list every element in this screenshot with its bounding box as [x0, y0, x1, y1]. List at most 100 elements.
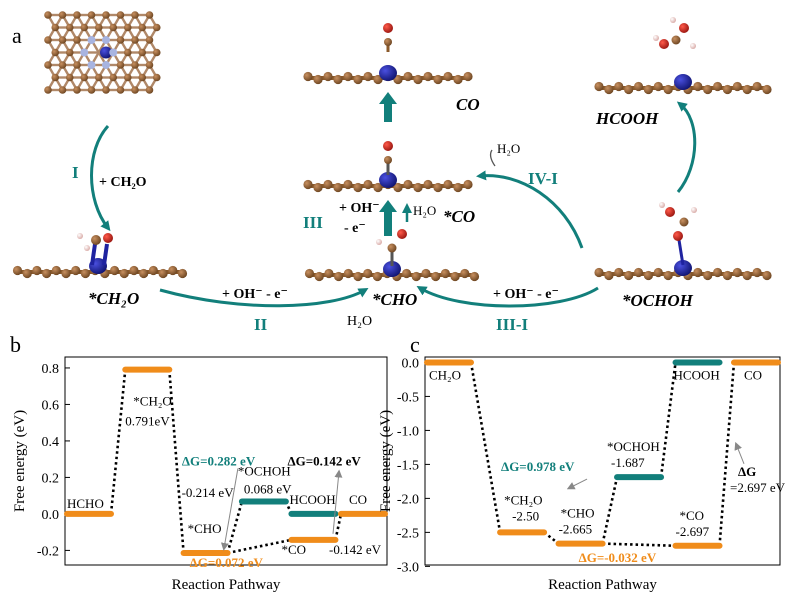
- connector-line: [334, 513, 343, 541]
- carbon-atom: [423, 179, 433, 190]
- carbon-atom: [109, 265, 120, 276]
- carbon-atom: [145, 86, 154, 94]
- hcooh-molecule: [653, 17, 696, 49]
- oxygen-atom: [679, 23, 689, 33]
- carbon-atom: [653, 267, 663, 278]
- carbon-atom: [314, 271, 324, 282]
- hydrogen-atom: [84, 245, 90, 251]
- carbon-atom: [44, 36, 52, 44]
- carbon-atom: [333, 74, 343, 85]
- carbon-atom: [73, 61, 81, 69]
- y-tick-label: -0.5: [397, 390, 419, 405]
- carbon-atom: [22, 268, 32, 279]
- y-tick-label: -0.2: [37, 544, 59, 559]
- carbon-atom: [58, 36, 67, 44]
- oxygen-atom: [673, 231, 683, 241]
- oxygen-atom: [659, 39, 669, 49]
- carbon-atom: [722, 84, 733, 95]
- carbon-atom: [732, 267, 742, 278]
- oxygen-atom: [103, 233, 113, 243]
- level-value-ch2o: -2.50: [512, 508, 539, 523]
- annotation-arrow: [220, 468, 239, 551]
- y-tick-label: 0.8: [42, 362, 60, 377]
- y-tick-label: 0.6: [42, 398, 60, 413]
- carbon-atom: [177, 268, 188, 279]
- level-label-ochoh: *OCHOH: [607, 439, 660, 454]
- carbon-atom: [116, 36, 125, 44]
- label-step-III-product: H₂O: [413, 203, 436, 218]
- carbon-atom: [594, 267, 604, 278]
- arrow-step-to-hcooh: [676, 101, 697, 193]
- carbon-atom: [443, 71, 453, 82]
- plot-frame: [64, 356, 388, 566]
- y-tick-label: 0.4: [42, 435, 60, 450]
- metal-atom: [383, 261, 401, 277]
- nitrogen-atom: [102, 36, 110, 44]
- annotation-dg-co: ΔG=-0.032 eV: [579, 550, 657, 565]
- y-tick-label: -2.0: [397, 492, 419, 507]
- carbon-atom: [712, 81, 723, 92]
- carbon-atom: [453, 182, 463, 193]
- label-hcooh: HCOOH: [595, 109, 659, 128]
- carbon-atom: [73, 11, 81, 19]
- arrow-step-co-head: [379, 92, 397, 104]
- carbon-atom: [12, 265, 23, 276]
- carbon-atom: [80, 73, 89, 82]
- connector-line: [226, 501, 244, 554]
- carbon-atom: [123, 73, 132, 82]
- carbon-atom: [423, 71, 433, 82]
- oxygen-atom: [383, 141, 393, 151]
- y-tick-label: -3.0: [397, 560, 419, 575]
- y-tick-label: -2.5: [397, 526, 419, 541]
- carbon-atom: [94, 23, 103, 32]
- carbon-atom: [80, 23, 89, 32]
- annotation-arrow: [566, 478, 588, 490]
- nitrogen-atom: [109, 48, 118, 57]
- carbon-atom: [343, 268, 353, 279]
- carbon-atom: [148, 265, 158, 276]
- label-step-II-reagent: + OH⁻ - e⁻: [222, 287, 288, 302]
- carbon-atom: [44, 61, 52, 69]
- y-axis-label: Free energy (eV): [12, 410, 28, 512]
- nitrogen-atom: [102, 61, 110, 69]
- y-tick-label: -1.0: [397, 424, 419, 439]
- carbon-atom: [158, 268, 168, 279]
- level-label-co: CO: [349, 492, 367, 507]
- label-ochoh: *OCHOH: [622, 291, 694, 310]
- annotation-dg-co: ΔG=0.072 eV: [190, 555, 264, 570]
- carbon-atom: [393, 74, 403, 85]
- level-label-ch2o-gas: CH₂O: [429, 367, 461, 382]
- carbon-atom: [433, 182, 443, 193]
- carbon-atom: [712, 267, 723, 278]
- level-value-ch2o: 0.791eV: [125, 414, 170, 429]
- carbon-atom: [372, 271, 383, 282]
- carbon-atom: [168, 265, 178, 276]
- carbon-atom: [663, 84, 673, 95]
- oxygen-atom: [383, 23, 393, 33]
- carbon-atom: [71, 265, 81, 276]
- carbon-atom: [463, 179, 473, 190]
- annotation-dg-co-gas: ΔG=0.142 eV: [287, 454, 361, 469]
- carbon-atom: [152, 48, 161, 57]
- carbon-atom: [401, 268, 412, 279]
- carbon-atom: [614, 81, 624, 92]
- carbon-atom: [303, 71, 313, 82]
- ch2o-adsorbate: [77, 233, 113, 266]
- label-step-IV-I: IV-I: [528, 169, 558, 188]
- carbon-atom: [313, 182, 323, 193]
- carbon-atom: [403, 71, 413, 82]
- carbon-atom: [333, 182, 343, 193]
- carbon-atom: [102, 86, 110, 94]
- carbon-atom: [614, 267, 624, 278]
- carbon-atom: [762, 84, 772, 95]
- level-label-cho: *CHO: [561, 506, 595, 521]
- carbon-atom: [44, 86, 52, 94]
- carbon-atom: [116, 61, 125, 69]
- carbon-atom: [87, 86, 96, 94]
- metal-site: [674, 74, 692, 90]
- carbon-atom: [403, 179, 413, 190]
- carbon-atom: [304, 268, 315, 279]
- annotation-dg: ΔG: [738, 464, 756, 479]
- level-value-ochoh: 0.068 eV: [244, 482, 292, 497]
